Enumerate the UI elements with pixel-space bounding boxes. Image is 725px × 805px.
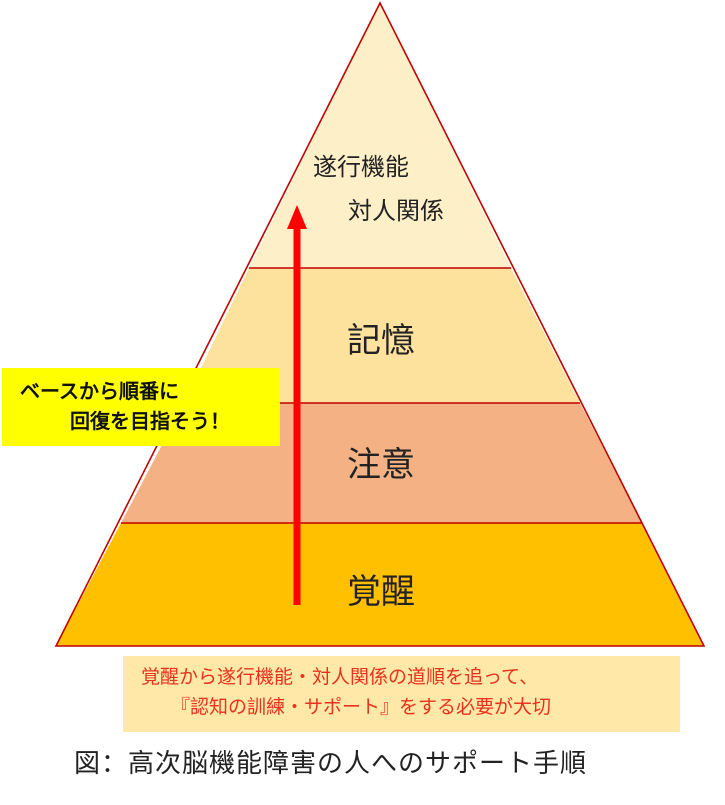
up-arrow-head-icon — [287, 205, 307, 229]
pyramid-outline — [54, 1, 706, 647]
tier-label-arousal: 覚醒 — [347, 572, 415, 612]
callout-box: ベースから順番に 回復を目指そう！ — [2, 368, 280, 446]
tier-label-memory: 記憶 — [347, 321, 415, 361]
tier-label-attention: 注意 — [347, 445, 415, 485]
pyramid-tier-arousal — [56, 523, 704, 646]
callout-text-line1: ベースから順番に — [20, 379, 179, 403]
note-box: 覚醒から遂行機能・対人関係の道順を追って、 『認知の訓練・サポート』をする必要が… — [123, 656, 680, 732]
note-text-line2: 『認知の訓練・サポート』をする必要が大切 — [171, 696, 552, 718]
note-text-line1: 覚醒から遂行機能・対人関係の道順を追って、 — [141, 666, 539, 688]
pyramid-tier-executive-function — [249, 3, 511, 268]
tier-label-executive-function: 遂行機能 — [313, 153, 409, 181]
figure-caption: 図：高次脳機能障害の人へのサポート手順 — [74, 749, 588, 779]
tier-label-interpersonal-relations: 対人関係 — [348, 197, 444, 225]
pyramid-tier-memory — [184, 268, 580, 403]
callout-text-line2: 回復を目指そう！ — [70, 409, 230, 433]
